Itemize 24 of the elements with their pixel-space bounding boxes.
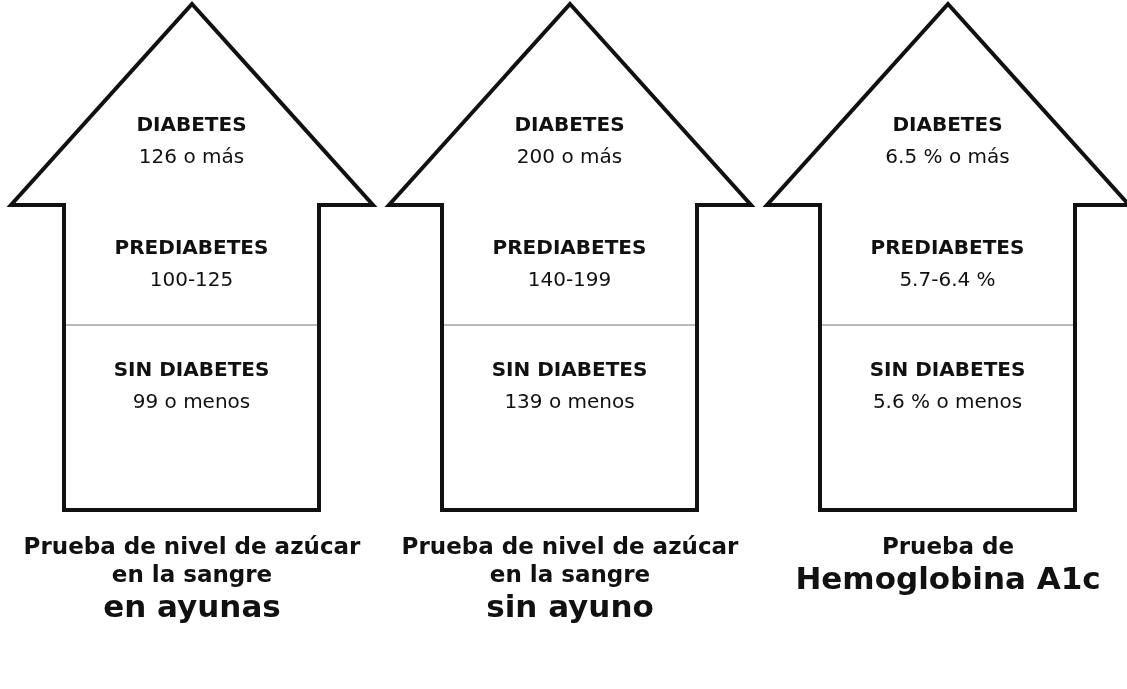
- category-heading: DIABETES: [135, 112, 248, 136]
- category-heading: PREDIABETES: [113, 235, 270, 259]
- value-range-text: 5.6 % o menos: [871, 389, 1024, 413]
- value-range-text: 140-199: [526, 267, 613, 291]
- category-heading: SIN DIABETES: [112, 357, 271, 381]
- category-heading: PREDIABETES: [491, 235, 648, 259]
- value-range-text: 100-125: [148, 267, 235, 291]
- category-heading: SIN DIABETES: [868, 357, 1027, 381]
- test-name: sin ayuno: [485, 588, 655, 624]
- value-range-text: 139 o menos: [503, 389, 636, 413]
- value-range-text: 126 o más: [137, 144, 246, 168]
- value-range-text: 99 o menos: [131, 389, 252, 413]
- value-range-text: 5.7-6.4 %: [898, 267, 997, 291]
- category-heading: PREDIABETES: [869, 235, 1026, 259]
- test-name: Hemoglobina A1c: [794, 560, 1102, 596]
- test-caption: Prueba de nivel de azúcar en la sangre: [22, 532, 362, 588]
- test-caption: Prueba de nivel de azúcar en la sangre: [400, 532, 740, 588]
- value-range-text: 200 o más: [515, 144, 624, 168]
- category-heading: SIN DIABETES: [490, 357, 649, 381]
- category-heading: DIABETES: [513, 112, 626, 136]
- test-name: en ayunas: [102, 588, 282, 624]
- category-heading: DIABETES: [891, 112, 1004, 136]
- test-caption: Prueba de: [880, 532, 1016, 560]
- value-range-text: 6.5 % o más: [884, 144, 1011, 168]
